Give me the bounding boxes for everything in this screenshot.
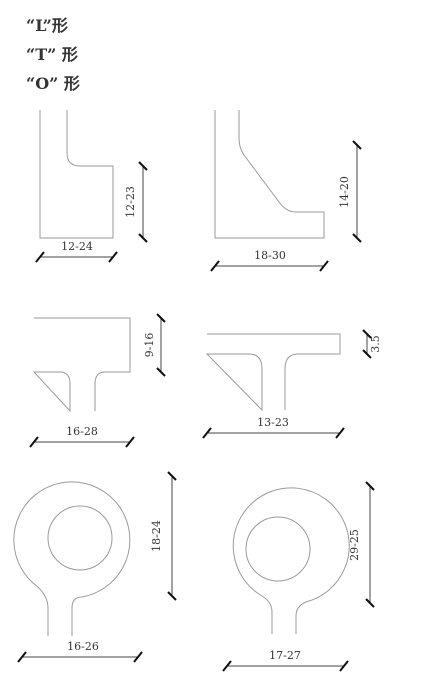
o-large-height-label: 29-25: [348, 529, 361, 561]
t-large-width-label: 13-23: [257, 416, 289, 429]
o-shape-small: 16-26 18-24: [13, 471, 177, 663]
l-small-width-label: 12-24: [61, 240, 93, 253]
l-shape-large-outline: [214, 110, 325, 239]
t-large-height-label: 3.5: [369, 335, 382, 353]
o-small-width-label: 16-26: [67, 640, 99, 653]
heading-o-shape: “O” 形: [26, 74, 80, 93]
t-shape-large-outline: [205, 333, 341, 412]
t-shape-small-outline: [32, 317, 131, 413]
l-shape-large: 18-30 14-20: [210, 110, 362, 272]
l-small-height-label: 12-23: [124, 186, 137, 218]
o-small-height-label: 18-24: [150, 520, 163, 552]
heading-t-shape: “T” 形: [26, 45, 78, 64]
o-shape-small-outer: [13, 481, 131, 636]
o-shape-large-outer: [232, 487, 350, 634]
l-shape-small-outline: [39, 110, 114, 239]
t-small-height-label: 9-16: [143, 333, 156, 358]
t-shape-small: 16-28 9-16: [29, 313, 166, 448]
l-large-height-label: 14-20: [338, 176, 351, 208]
o-shape-small-inner: [47, 505, 113, 571]
t-shape-large: 13-23 3.5: [202, 329, 382, 439]
l-shape-small: 12-24 12-23: [35, 110, 148, 263]
heading-l-shape: “L”形: [26, 16, 68, 35]
l-large-width-label: 18-30: [254, 249, 286, 262]
o-shape-large: 17-27 29-25: [222, 481, 375, 672]
t-small-width-label: 16-28: [66, 425, 98, 438]
o-large-width-label: 17-27: [269, 649, 301, 662]
o-shape-large-inner: [245, 516, 311, 582]
